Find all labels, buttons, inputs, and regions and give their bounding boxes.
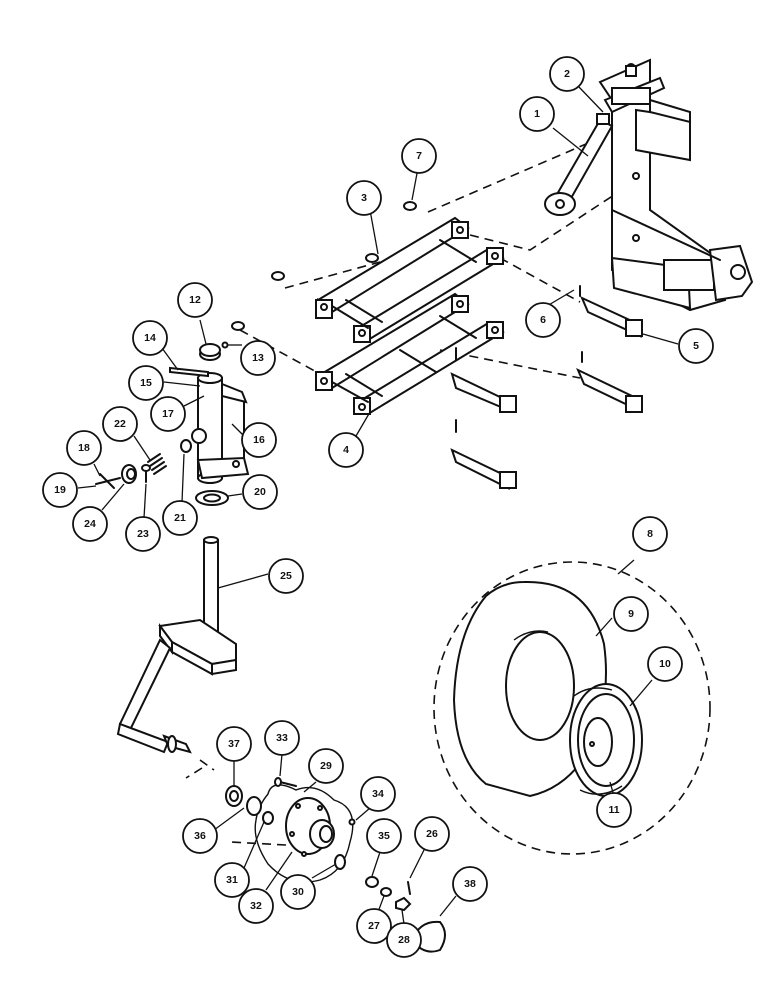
callout-24: 24 xyxy=(72,506,108,542)
callout-11: 11 xyxy=(596,792,632,828)
svg-text:36: 36 xyxy=(194,830,206,842)
callout-1: 1 xyxy=(519,96,555,132)
callout-21: 21 xyxy=(162,500,198,536)
svg-text:10: 10 xyxy=(659,658,671,670)
svg-text:18: 18 xyxy=(78,442,90,454)
svg-text:35: 35 xyxy=(378,830,390,842)
svg-text:8: 8 xyxy=(647,528,653,540)
svg-text:24: 24 xyxy=(84,518,96,530)
svg-text:7: 7 xyxy=(416,150,422,162)
svg-text:13: 13 xyxy=(252,352,264,364)
brace-link xyxy=(544,113,614,216)
svg-text:5: 5 xyxy=(693,340,699,352)
svg-text:32: 32 xyxy=(250,900,262,912)
svg-text:22: 22 xyxy=(114,418,126,430)
callout-27: 27 xyxy=(356,908,392,944)
callout-19: 19 xyxy=(42,472,78,508)
callout-4: 4 xyxy=(328,432,364,468)
callout-8: 8 xyxy=(632,516,668,552)
callout-22: 22 xyxy=(102,406,138,442)
spindle-housing xyxy=(196,372,250,484)
svg-text:33: 33 xyxy=(276,732,288,744)
callout-30: 30 xyxy=(280,874,316,910)
callout-23: 23 xyxy=(125,516,161,552)
washers xyxy=(231,201,417,331)
svg-text:9: 9 xyxy=(628,608,634,620)
svg-text:4: 4 xyxy=(343,444,349,456)
callout-15: 15 xyxy=(128,365,164,401)
wheel-assembly xyxy=(433,561,711,855)
callout-28: 28 xyxy=(386,922,422,958)
callout-7: 7 xyxy=(401,138,437,174)
callout-6: 6 xyxy=(525,302,561,338)
svg-text:29: 29 xyxy=(320,760,332,772)
svg-text:34: 34 xyxy=(372,788,384,800)
plunger-assembly xyxy=(95,428,207,489)
callout-bubbles: 1 2 3 4 5 6 7 8 9 10 11 12 13 14 15 16 1… xyxy=(42,56,714,958)
callout-32: 32 xyxy=(238,888,274,924)
callout-34: 34 xyxy=(360,776,396,812)
svg-text:26: 26 xyxy=(426,828,438,840)
svg-text:27: 27 xyxy=(368,920,380,932)
callout-9: 9 xyxy=(613,596,649,632)
svg-text:31: 31 xyxy=(226,874,238,886)
svg-text:38: 38 xyxy=(464,878,476,890)
lower-parallel-arm xyxy=(315,292,505,416)
callout-18: 18 xyxy=(66,430,102,466)
caster-spindle xyxy=(116,536,237,754)
svg-text:6: 6 xyxy=(540,314,546,326)
upper-spindle-parts xyxy=(169,341,229,378)
svg-text:28: 28 xyxy=(398,934,410,946)
callout-20: 20 xyxy=(242,474,278,510)
callout-38: 38 xyxy=(452,866,488,902)
callout-3: 3 xyxy=(346,180,382,216)
callout-leaders xyxy=(77,85,679,925)
callout-31: 31 xyxy=(214,862,250,898)
svg-text:23: 23 xyxy=(137,528,149,540)
svg-text:20: 20 xyxy=(254,486,266,498)
callout-33: 33 xyxy=(264,720,300,756)
callout-36: 36 xyxy=(182,818,218,854)
callout-12: 12 xyxy=(177,282,213,318)
svg-text:2: 2 xyxy=(564,68,570,80)
svg-text:3: 3 xyxy=(361,192,367,204)
pivot-pins xyxy=(450,285,643,491)
svg-text:1: 1 xyxy=(534,108,540,120)
svg-text:30: 30 xyxy=(292,886,304,898)
callout-35: 35 xyxy=(366,818,402,854)
callout-16: 16 xyxy=(241,422,277,458)
svg-text:12: 12 xyxy=(189,294,201,306)
svg-text:14: 14 xyxy=(144,332,156,344)
svg-text:15: 15 xyxy=(140,377,152,389)
svg-text:21: 21 xyxy=(174,512,186,524)
callout-17: 17 xyxy=(150,396,186,432)
callout-29: 29 xyxy=(308,748,344,784)
callout-2: 2 xyxy=(549,56,585,92)
mast-frame xyxy=(598,58,754,312)
svg-text:37: 37 xyxy=(228,738,240,750)
svg-text:11: 11 xyxy=(608,804,619,816)
svg-text:19: 19 xyxy=(54,484,66,496)
callout-10: 10 xyxy=(647,646,683,682)
callout-37: 37 xyxy=(216,726,252,762)
callout-5: 5 xyxy=(678,328,714,364)
callout-25: 25 xyxy=(268,558,304,594)
callout-26: 26 xyxy=(414,816,450,852)
callout-13: 13 xyxy=(240,340,276,376)
svg-text:16: 16 xyxy=(253,434,265,446)
upper-parallel-arm xyxy=(315,216,505,343)
thrust-washer xyxy=(195,490,229,506)
svg-text:25: 25 xyxy=(280,570,292,582)
svg-text:17: 17 xyxy=(162,408,174,420)
callout-14: 14 xyxy=(132,320,168,356)
